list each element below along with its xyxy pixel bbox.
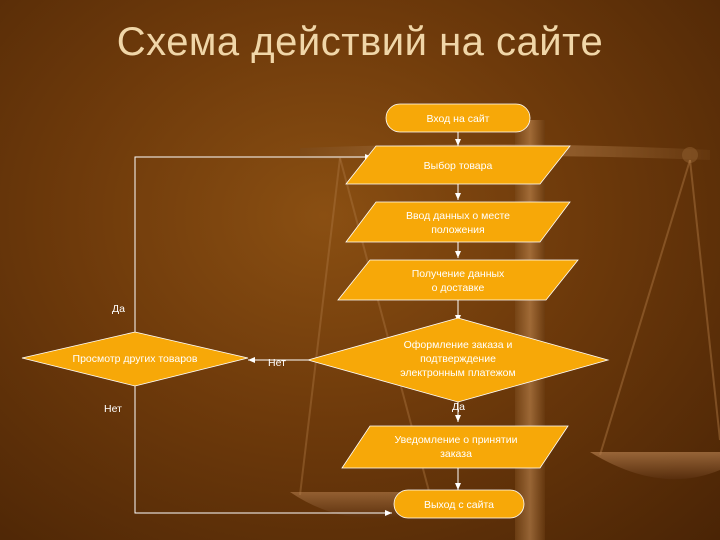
- io-shape: [341, 425, 569, 469]
- node-order-line3: электронным платежом: [400, 367, 516, 379]
- node-delivery: Получение данных о доставке: [337, 259, 579, 301]
- node-exit-label: Выход с сайта: [424, 499, 494, 511]
- terminator-shape: [393, 489, 525, 519]
- io-shape: [345, 145, 571, 185]
- edge-label-no-middle: Нет: [268, 357, 286, 369]
- node-enter: Вход на сайт: [385, 103, 531, 133]
- decision-shape: [21, 331, 249, 387]
- node-delivery-line2: о доставке: [432, 282, 485, 294]
- node-order-line2: подтверждение: [420, 353, 496, 365]
- io-shape: [345, 201, 571, 243]
- node-enter-label: Вход на сайт: [427, 113, 490, 125]
- terminator-shape: [385, 103, 531, 133]
- node-notify: Уведомление о принятии заказа: [341, 425, 569, 469]
- node-browse-label: Просмотр других товаров: [73, 353, 198, 365]
- node-location-line2: положения: [431, 224, 484, 236]
- node-order-line1: Оформление заказа и: [404, 339, 513, 351]
- node-select: Выбор товара: [345, 145, 571, 185]
- node-select-label: Выбор товара: [424, 160, 493, 172]
- edge-label-yes-top: Да: [112, 303, 125, 315]
- edge-label-no-left: Нет: [104, 403, 122, 415]
- decision-shape: [306, 317, 610, 403]
- node-notify-line2: заказа: [440, 448, 472, 460]
- node-exit: Выход с сайта: [393, 489, 525, 519]
- edge-label-yes-order: Да: [452, 401, 465, 413]
- edge-browse-select: [134, 154, 372, 332]
- node-browse: Просмотр других товаров: [21, 331, 249, 387]
- edge-browse-exit: [134, 386, 392, 516]
- node-location-line1: Ввод данных о месте: [406, 210, 510, 222]
- node-notify-line1: Уведомление о принятии: [395, 434, 518, 446]
- node-delivery-line1: Получение данных: [412, 268, 505, 280]
- node-order: Оформление заказа и подтверждение электр…: [306, 317, 610, 403]
- node-location: Ввод данных о месте положения: [345, 201, 571, 243]
- page-title: Схема действий на сайте: [116, 20, 604, 64]
- io-shape: [337, 259, 579, 301]
- connectors: [134, 130, 461, 516]
